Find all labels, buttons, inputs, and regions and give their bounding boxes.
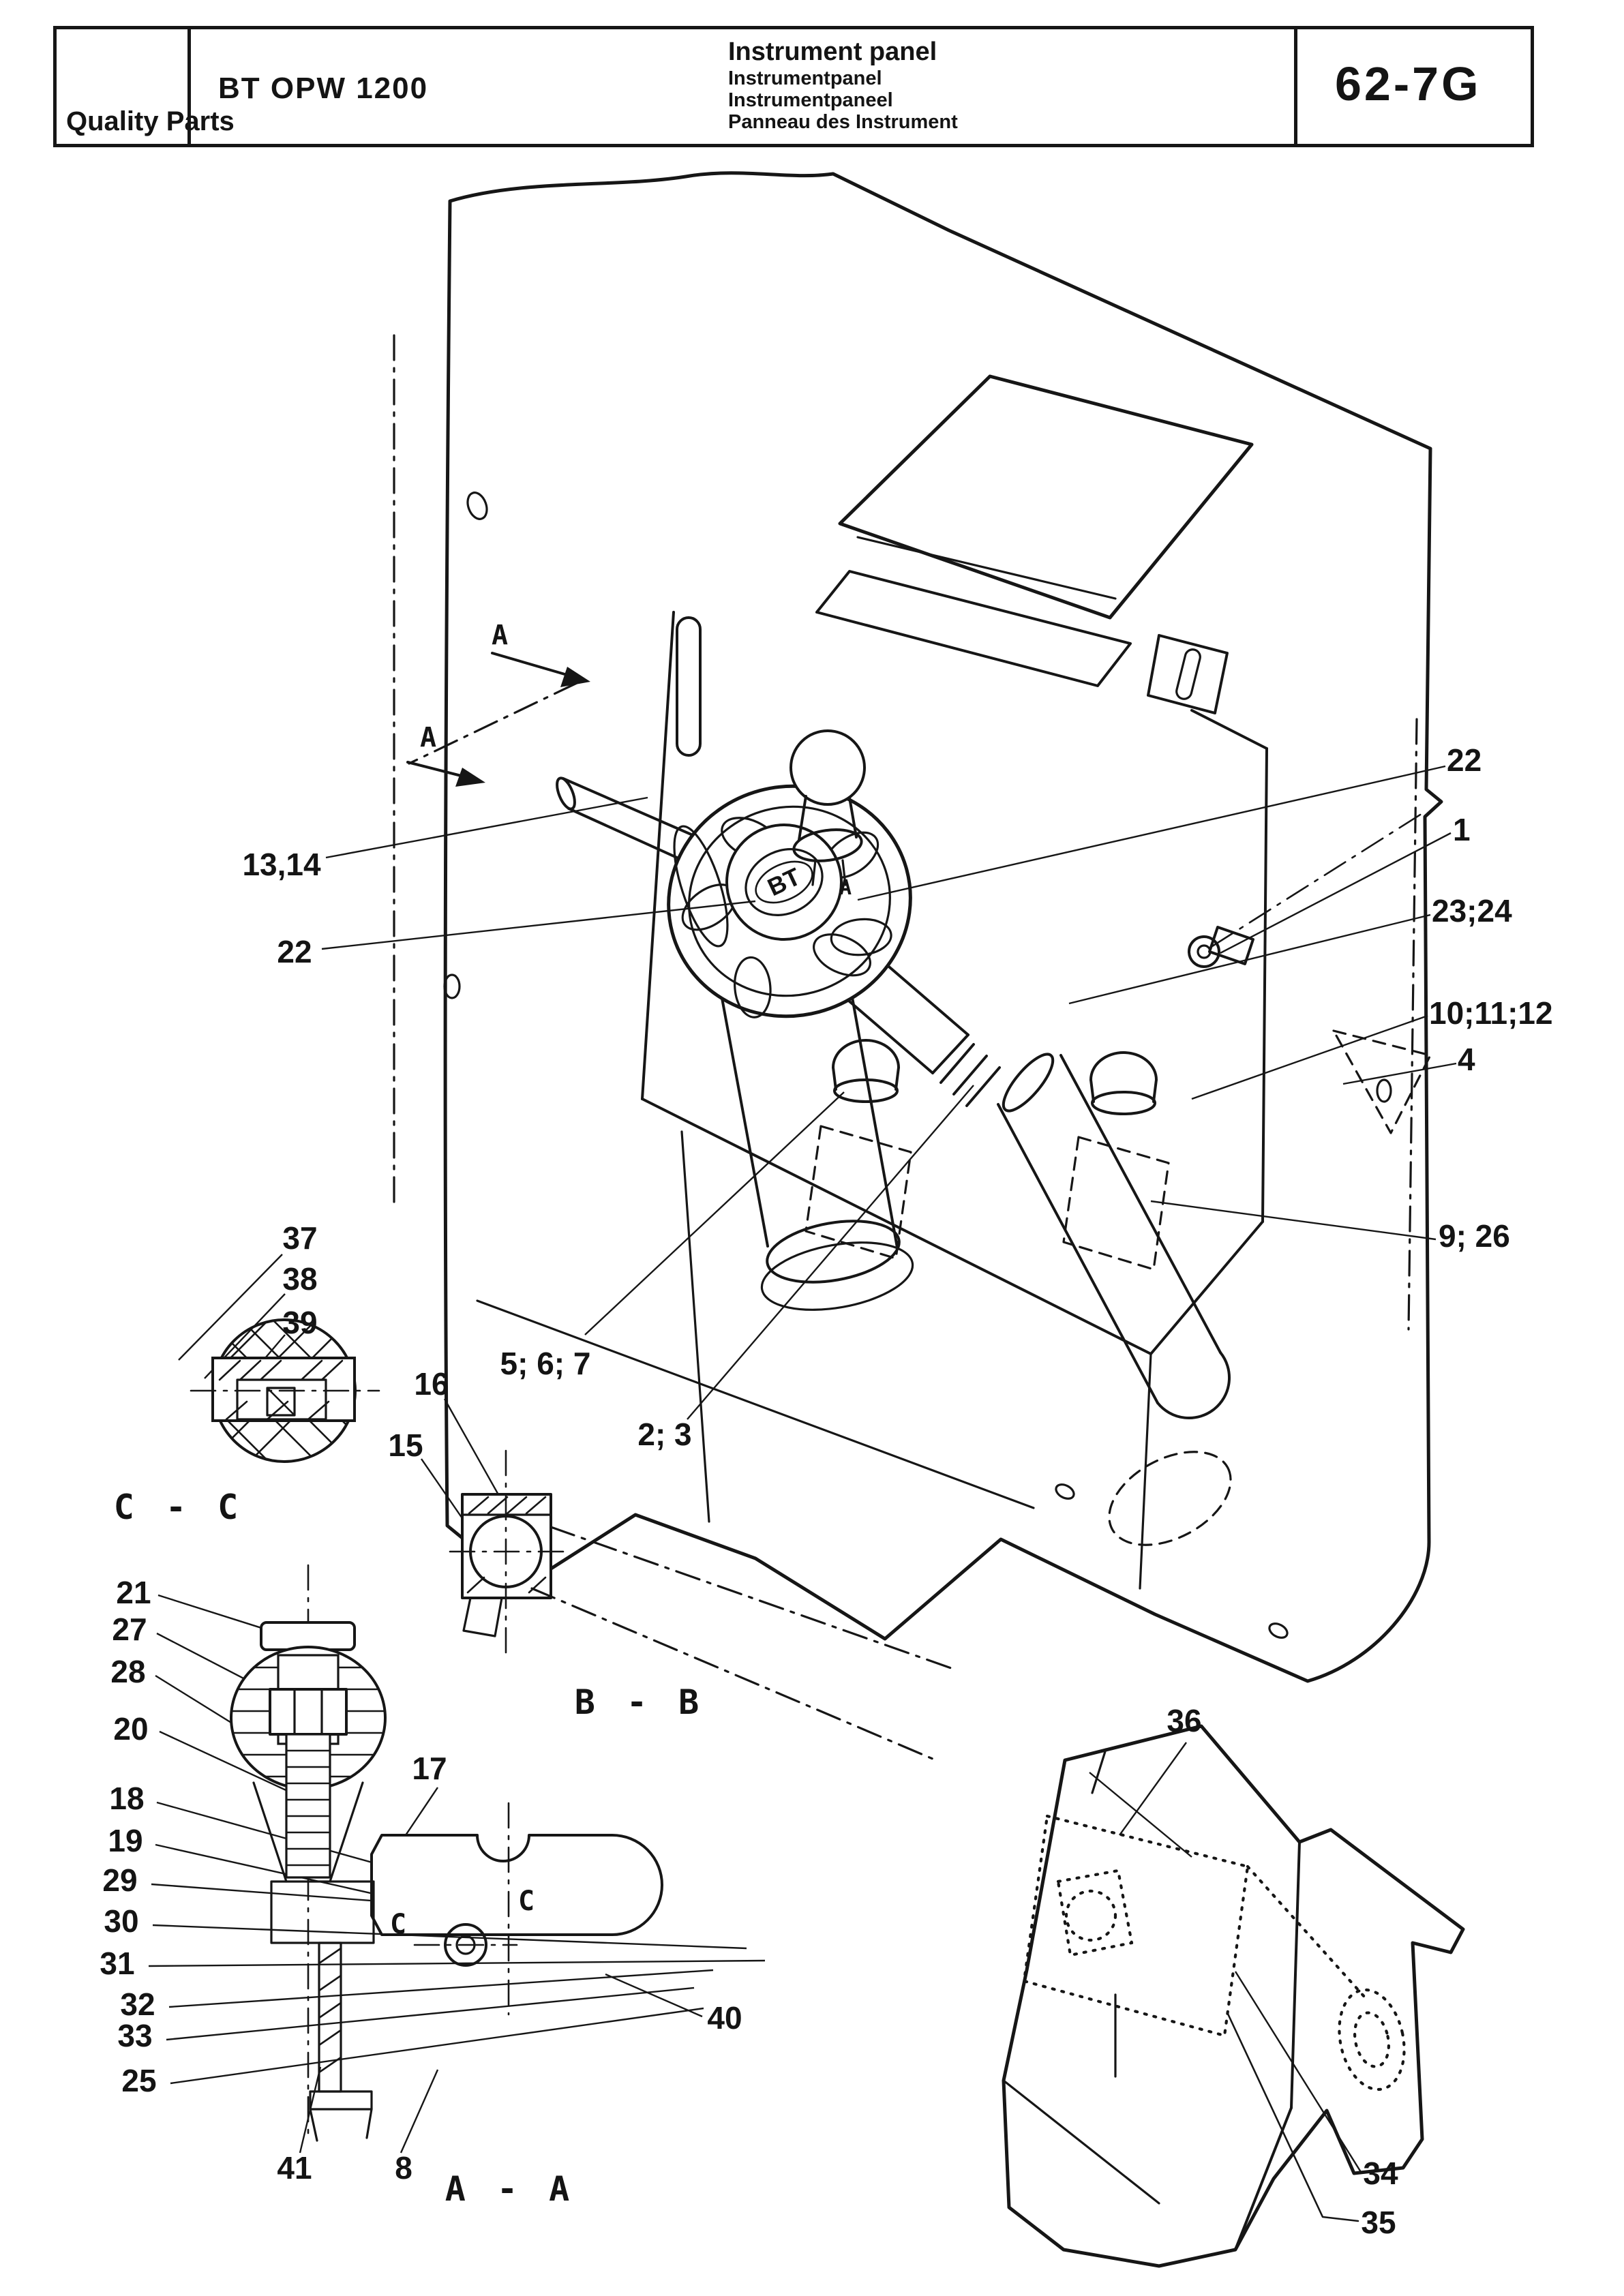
page-title-fr: Panneau des Instrument xyxy=(728,111,958,133)
callout-37: 37 xyxy=(282,1220,317,1256)
page-title-nl: Instrumentpaneel xyxy=(728,89,893,111)
callout-25: 25 xyxy=(121,2063,156,2098)
cut-mark-c-left: C xyxy=(390,1909,406,1940)
header-logo-cell: Quality Parts xyxy=(57,29,235,144)
callout-41: 41 xyxy=(277,2150,312,2186)
header: Quality Parts BT OPW 1200 Instrument pan… xyxy=(53,26,1534,147)
section-labels: A A A C C C - C B - B A - A xyxy=(114,620,852,2209)
callout-35: 35 xyxy=(1361,2205,1396,2240)
cut-mark-c-right: C xyxy=(518,1886,535,1917)
callout-29: 29 xyxy=(102,1862,137,1898)
callout-36: 36 xyxy=(1167,1703,1201,1738)
callout-27: 27 xyxy=(112,1612,147,1647)
display-plate xyxy=(815,374,1254,714)
callout-1: 1 xyxy=(1453,812,1471,847)
callout-8: 8 xyxy=(395,2150,412,2186)
header-model-cell: BT OPW 1200 xyxy=(187,29,721,144)
callout-20: 20 xyxy=(113,1711,148,1747)
section-view-aa xyxy=(230,1564,663,2142)
cover-assembly xyxy=(1002,1724,1465,2268)
callout-18: 18 xyxy=(109,1781,144,1816)
callout-10-11-12: 10;11;12 xyxy=(1429,995,1553,1031)
callout-33: 33 xyxy=(117,2018,152,2053)
wheel-hub xyxy=(725,824,843,941)
sheet-code: 62-7G xyxy=(1335,57,1482,110)
callout-28: 28 xyxy=(110,1654,145,1689)
section-title-cc: C - C xyxy=(114,1487,244,1527)
callout-15: 15 xyxy=(388,1428,423,1463)
callout-22-left: 22 xyxy=(277,934,312,969)
key-switch xyxy=(1188,811,1425,968)
header-title-cell: Instrument panel Instrumentpanel Instrum… xyxy=(721,29,1294,144)
callout-32: 32 xyxy=(120,1987,155,2022)
section-view-bb xyxy=(449,1449,954,1760)
callout-17: 17 xyxy=(412,1751,447,1786)
steering-column xyxy=(719,986,914,1311)
tiller-arm xyxy=(824,941,1232,1546)
model-name: BT OPW 1200 xyxy=(218,72,429,105)
panel-slot xyxy=(676,616,702,757)
brand-logo: Quality Parts xyxy=(66,106,235,136)
callout-21: 21 xyxy=(116,1575,151,1610)
section-view-cc xyxy=(190,1318,380,1463)
callout-22-right: 22 xyxy=(1447,742,1482,778)
callout-4: 4 xyxy=(1458,1042,1475,1077)
callout-31: 31 xyxy=(100,1946,134,1981)
callout-38: 38 xyxy=(282,1261,317,1297)
section-title-aa: A - A xyxy=(445,2169,575,2209)
console-panel xyxy=(641,611,1432,1590)
callout-9-26: 9; 26 xyxy=(1439,1218,1510,1254)
view-arrow-a-top-label: A xyxy=(492,620,508,651)
knob-ball xyxy=(790,729,866,806)
view-arrow-a-bottom-label: A xyxy=(420,722,436,753)
callout-5-6-7: 5; 6; 7 xyxy=(500,1346,591,1381)
push-buttons xyxy=(805,1039,1170,1271)
callout-39: 39 xyxy=(282,1305,317,1340)
section-arrow-a-bottom xyxy=(406,761,485,787)
callout-16: 16 xyxy=(414,1366,449,1402)
callout-19: 19 xyxy=(108,1823,142,1858)
callout-40: 40 xyxy=(707,2000,742,2036)
section-title-bb: B - B xyxy=(575,1682,705,1722)
page-title-sv: Instrumentpanel xyxy=(728,67,882,89)
header-code-cell: 62-7G xyxy=(1294,29,1531,144)
callout-13-14: 13,14 xyxy=(242,847,321,882)
hidden-bracket xyxy=(1332,1029,1432,1134)
callout-30: 30 xyxy=(104,1903,138,1939)
steering-wheel: BT xyxy=(667,729,912,1018)
section-arrow-a-top xyxy=(408,652,590,765)
callout-2-3: 2; 3 xyxy=(637,1417,691,1452)
page-title: Instrument panel xyxy=(728,37,937,66)
callout-labels: 13,14 22 22 1 23;24 10;11;12 4 9; 26 37 … xyxy=(100,742,1552,2240)
wheel-a-mark: A xyxy=(839,876,852,900)
callout-23-24: 23;24 xyxy=(1432,893,1512,928)
mounting-sheet-outline xyxy=(393,171,1443,1683)
callout-34: 34 xyxy=(1363,2156,1398,2191)
